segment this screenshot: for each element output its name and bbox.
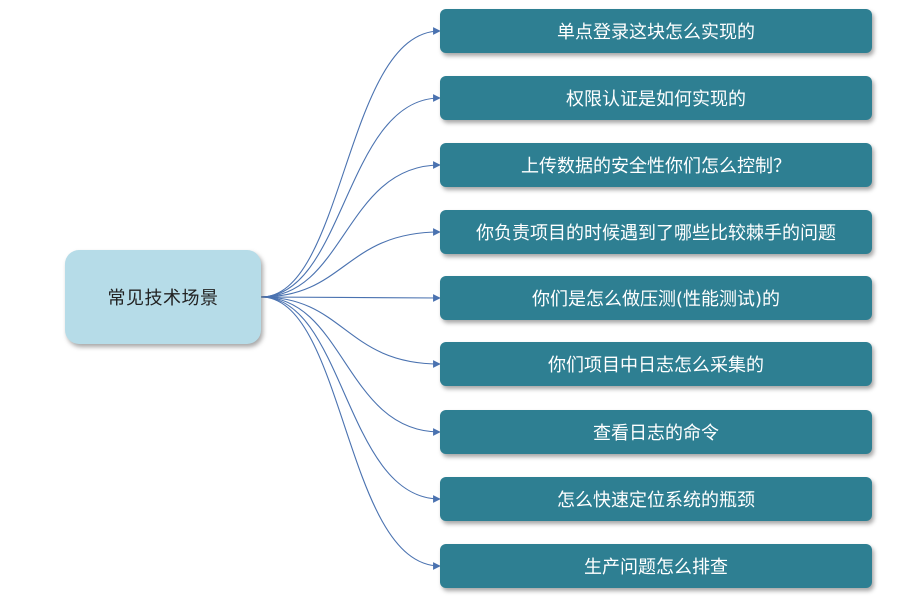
branch-node-label: 怎么快速定位系统的瓶颈 <box>557 490 755 511</box>
connector-arrow-1 <box>260 27 441 298</box>
branch-node-label: 你负责项目的时候遇到了哪些比较棘手的问题 <box>476 223 836 244</box>
branch-node-7: 查看日志的命令 <box>440 410 872 454</box>
connector-arrow-4 <box>260 228 441 298</box>
root-node-label: 常见技术场景 <box>107 288 219 309</box>
connector-arrow-6 <box>260 296 441 368</box>
branch-node-label: 生产问题怎么排查 <box>584 557 728 578</box>
branch-node-9: 生产问题怎么排查 <box>440 544 872 588</box>
branch-node-label: 单点登录这块怎么实现的 <box>557 22 755 43</box>
branch-node-4: 你负责项目的时候遇到了哪些比较棘手的问题 <box>440 210 872 254</box>
connector-arrow-9 <box>260 296 441 570</box>
branch-node-label: 你们是怎么做压测(性能测试)的 <box>531 289 781 310</box>
connector-arrow-3 <box>260 161 441 298</box>
branch-node-label: 权限认证是如何实现的 <box>566 89 746 110</box>
branch-node-label: 上传数据的安全性你们怎么控制？ <box>521 156 791 177</box>
branch-node-label: 你们项目中日志怎么采集的 <box>548 355 764 376</box>
root-node: 常见技术场景 <box>65 250 261 344</box>
connector-arrow-7 <box>260 296 441 436</box>
branch-node-5: 你们是怎么做压测(性能测试)的 <box>440 276 872 320</box>
connector-arrow-5 <box>260 294 441 302</box>
branch-node-3: 上传数据的安全性你们怎么控制？ <box>440 143 872 187</box>
branch-node-label: 查看日志的命令 <box>593 423 719 444</box>
branch-node-2: 权限认证是如何实现的 <box>440 76 872 120</box>
connector-arrow-8 <box>260 296 441 503</box>
connector-arrow-2 <box>260 94 441 298</box>
branch-node-6: 你们项目中日志怎么采集的 <box>440 342 872 386</box>
branch-node-1: 单点登录这块怎么实现的 <box>440 9 872 53</box>
branch-node-8: 怎么快速定位系统的瓶颈 <box>440 477 872 521</box>
